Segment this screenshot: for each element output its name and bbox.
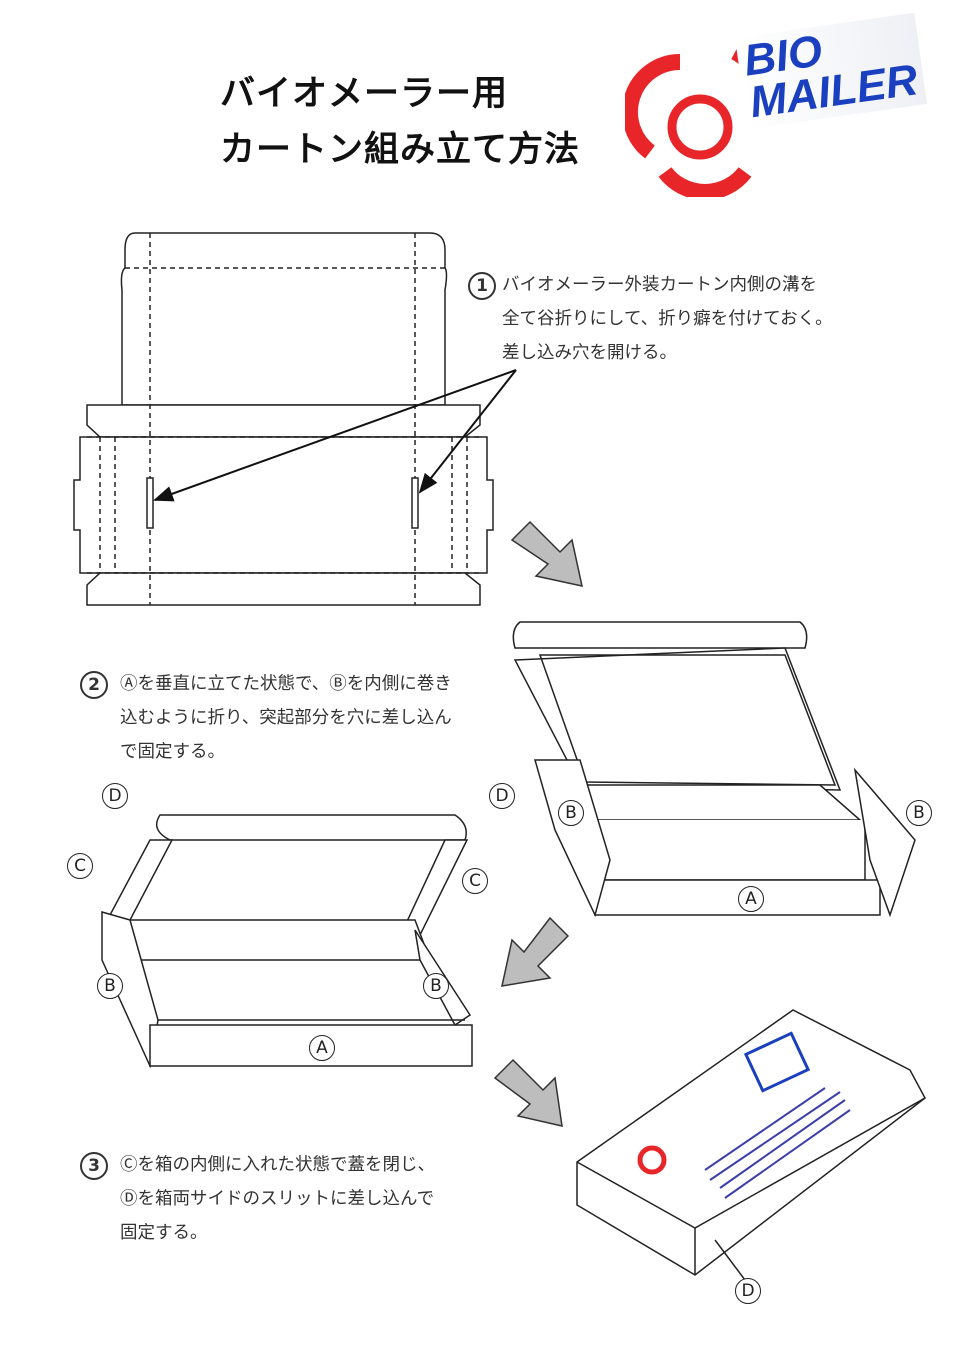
arrow-down-right-icon bbox=[510, 520, 583, 587]
label-b: B bbox=[97, 973, 123, 999]
label-c: C bbox=[67, 853, 93, 879]
step-text-line: 込むように折り、突起部分を穴に差し込ん bbox=[120, 708, 452, 728]
label-a: A bbox=[738, 886, 764, 912]
label-b: B bbox=[906, 800, 932, 826]
arrow-down-right-icon bbox=[493, 1058, 563, 1127]
step-text-line: Ⓐを垂直に立てた状態で、Ⓑを内側に巻き bbox=[120, 674, 452, 694]
step-3-instructions: 3 Ⓒを箱の内側に入れた状態で蓋を閉じ、 Ⓓを箱両サイドのスリットに差し込んで … bbox=[80, 1148, 435, 1250]
step-text-line: Ⓓを箱両サイドのスリットに差し込んで bbox=[120, 1189, 435, 1209]
label-d: D bbox=[489, 783, 515, 809]
step-1-instructions: 1 バイオメーラー外装カートン内側の溝を 全て谷折りにして、折り癖を付けておく。… bbox=[468, 268, 833, 370]
open-box-diagram-1 bbox=[512, 621, 916, 918]
open-box-diagram-2 bbox=[101, 814, 473, 1069]
label-a: A bbox=[309, 1035, 335, 1061]
pointer-arrows bbox=[153, 369, 517, 502]
label-b: B bbox=[558, 800, 584, 826]
step-number: 2 bbox=[80, 671, 108, 699]
step-text-line: Ⓒを箱の内側に入れた状態で蓋を閉じ、 bbox=[120, 1155, 435, 1175]
title-line-1: バイオメーラー用 bbox=[220, 74, 509, 114]
flat-carton-diagram bbox=[73, 232, 494, 606]
step-text-line: 差し込み穴を開ける。 bbox=[502, 343, 677, 363]
arrow-down-left-icon bbox=[501, 916, 570, 987]
label-b: B bbox=[423, 973, 449, 999]
closed-mailer-box bbox=[576, 1009, 926, 1281]
label-c: C bbox=[462, 868, 488, 894]
step-2-instructions: 2 Ⓐを垂直に立てた状態で、Ⓑを内側に巻き 込むように折り、突起部分を穴に差し込… bbox=[80, 667, 452, 769]
step-text-line: 固定する。 bbox=[120, 1223, 208, 1243]
step-number: 1 bbox=[468, 272, 496, 300]
label-d: D bbox=[102, 783, 128, 809]
next-step-arrows bbox=[493, 520, 583, 1127]
step-text-line: で固定する。 bbox=[120, 742, 225, 762]
step-number: 3 bbox=[80, 1152, 108, 1180]
step-text-line: バイオメーラー外装カートン内側の溝を bbox=[502, 275, 817, 295]
page-title: バイオメーラー用 カートン組み立て方法 bbox=[220, 66, 580, 178]
step-text-line: 全て谷折りにして、折り癖を付けておく。 bbox=[502, 309, 833, 329]
label-d: D bbox=[735, 1278, 761, 1304]
title-line-2: カートン組み立て方法 bbox=[220, 130, 581, 170]
